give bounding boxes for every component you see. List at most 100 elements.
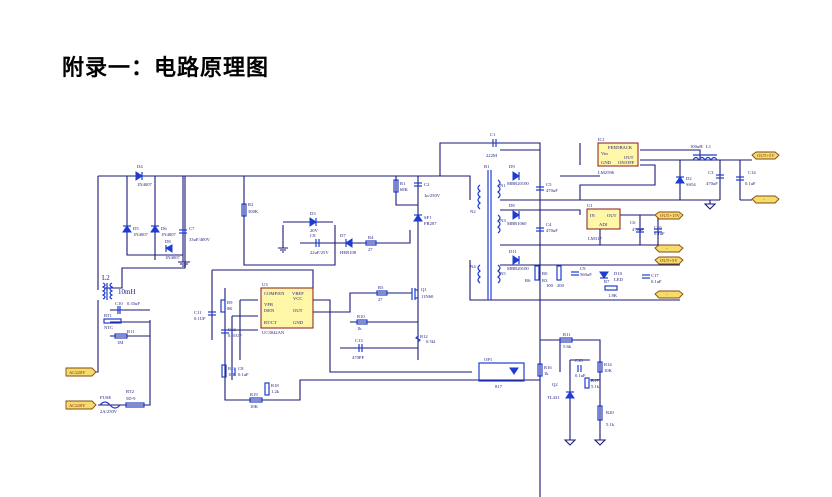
svg-text:0.5Ω: 0.5Ω [426,339,436,344]
svg-text:300K: 300K [248,209,259,214]
svg-text:N4: N4 [470,264,476,269]
svg-text:R3: R3 [542,278,548,283]
page-title: 附录一：电路原理图 [62,56,270,81]
svg-text:ADJ: ADJ [599,222,608,227]
svg-text:R14: R14 [604,362,612,367]
svg-text:N1: N1 [500,183,506,188]
svg-text:D2: D2 [686,176,692,181]
svg-text:MBR20100: MBR20100 [507,266,529,271]
svg-text:C1: C1 [490,132,496,137]
output-tag-out3: OUT+5V [654,256,684,265]
svg-text:AC220V: AC220V [69,403,86,408]
svg-text:5D-9: 5D-9 [126,396,136,401]
svg-text:L2: L2 [102,274,110,282]
svg-text:R10: R10 [357,314,365,319]
svg-text:27: 27 [378,297,383,302]
svg-text:C9: C9 [580,266,586,271]
svg-text:5.1k: 5.1k [591,384,600,389]
svg-text:D10: D10 [614,271,623,276]
svg-text:C5: C5 [546,182,552,187]
svg-text:HER108: HER108 [340,250,357,255]
output-tag-gnd1: - [751,195,780,204]
capacitor-c8-top: C8 22uF/25V [310,233,329,255]
output-tag-gnd3: - [654,290,684,299]
svg-text:C8: C8 [310,233,316,238]
svg-text:1N4007: 1N4007 [137,182,153,187]
svg-text:R19: R19 [250,392,258,397]
svg-text:0.1uF: 0.1uF [575,373,586,378]
svg-text:0.1uF: 0.1uF [745,181,756,186]
capacitor-c2: C2 1n/250V [414,182,441,198]
svg-text:B1: B1 [484,164,490,169]
svg-text:IC1: IC1 [598,137,606,142]
svg-text:8K: 8K [227,306,233,311]
svg-text:D7: D7 [340,233,346,238]
svg-text:ON/OFF: ON/OFF [618,160,635,165]
svg-text:FEEDBACK: FEEDBACK [608,145,633,150]
svg-text:470PF: 470PF [352,355,364,360]
svg-text:1.8K: 1.8K [608,293,618,298]
svg-text:OUT+5V: OUT+5V [660,258,678,263]
svg-text:C7: C7 [189,226,195,231]
svg-text:R0: R0 [542,271,548,276]
svg-text:1M: 1M [117,340,123,345]
svg-text:MBR1060: MBR1060 [507,221,527,226]
svg-text:OUT: OUT [607,213,617,218]
svg-text:C3: C3 [708,170,714,175]
svg-text:1N4007: 1N4007 [133,232,149,237]
svg-text:SS54: SS54 [686,182,696,187]
svg-text:20V: 20V [310,228,319,233]
svg-text:D8: D8 [509,203,515,208]
svg-text:UC3842AN: UC3842AN [262,330,285,335]
svg-text:1n/250V: 1n/250V [424,193,441,198]
svg-text:10mH: 10mH [118,288,136,296]
svg-text:C11: C11 [194,310,202,315]
capacitor-c8-bottom: C80.1uF [231,366,249,377]
svg-text:TL431: TL431 [547,395,560,400]
svg-text:22uF/25V: 22uF/25V [310,250,329,255]
svg-text:200: 200 [557,283,565,288]
svg-text:R20: R20 [606,410,614,415]
ground-symbol [278,243,288,253]
svg-text:R11: R11 [127,329,135,334]
svg-text:470uF: 470uF [546,228,558,233]
svg-text:C2: C2 [424,182,430,187]
svg-text:RT/CT: RT/CT [264,320,277,325]
capacitor-c7: C7 33uF/400V [179,226,211,242]
svg-text:1.2k: 1.2k [271,389,280,394]
svg-text:0.1UF: 0.1UF [194,316,206,321]
svg-text:FUSE: FUSE [100,395,111,400]
svg-text:GND: GND [601,160,612,165]
svg-text:LM2596: LM2596 [598,170,615,175]
svg-text:VREF: VREF [292,291,304,296]
svg-text:D9: D9 [509,164,515,169]
svg-text:33uF/400V: 33uF/400V [189,237,211,242]
svg-text:IN: IN [590,213,596,218]
svg-text:LM317: LM317 [588,236,602,241]
svg-text:1N4007: 1N4007 [161,232,177,237]
